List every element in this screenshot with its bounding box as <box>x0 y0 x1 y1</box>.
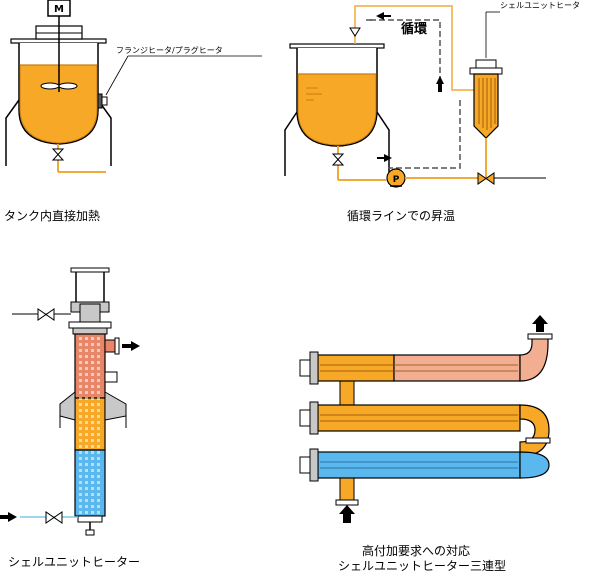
triple-caption-line2: シェルユニットヒーター三連型 <box>338 559 506 573</box>
top-outlet-arrow <box>532 315 548 332</box>
tank-liquid <box>19 64 98 144</box>
agitator-blade-left <box>40 82 60 90</box>
triple-caption-line1: 高付加要求への対応 <box>362 543 470 558</box>
top-tube-orange <box>317 354 395 382</box>
inlet-arrow <box>0 512 17 522</box>
return-pipe <box>354 5 474 91</box>
arrow-right <box>377 154 392 162</box>
top-tube-hot <box>393 354 521 382</box>
arrow-up <box>436 76 444 92</box>
circulation-panel: 循環 シェルユニットヒータ P 循環ラインでの昇温 <box>284 1 580 223</box>
shell-label: シェルユニットヒータ <box>500 1 580 10</box>
outlet-arrow <box>122 341 140 351</box>
circ-tank-lid <box>289 43 385 49</box>
tank-heating-panel: M フランジヒータ/プラグヒータ タンク内直接加熱 <box>4 0 262 223</box>
support-skirt <box>59 390 76 421</box>
shell-unit-panel: シェルユニットヒーター <box>0 267 140 569</box>
flange-heater <box>97 93 103 109</box>
bottom-tube-cold <box>317 451 521 479</box>
circ-tank-liquid <box>297 73 377 146</box>
shell-heater-body <box>473 73 499 139</box>
agitator-blade-right <box>58 82 78 90</box>
bottom-inlet-arrow <box>339 505 355 523</box>
triple-unit-panel: 高付加要求への対応 シェルユニットヒーター三連型 <box>299 315 553 573</box>
motor-label: M <box>54 4 64 15</box>
circulation-dashed-loop <box>366 19 461 169</box>
circulation-caption: 循環ラインでの昇温 <box>347 209 455 223</box>
tank-caption: タンク内直接加熱 <box>4 208 100 223</box>
drain-valve <box>51 148 65 161</box>
heater-label: フランジヒータ/プラグヒータ <box>116 45 223 55</box>
pump-label: P <box>393 175 400 185</box>
circ-drain-valve <box>331 153 345 166</box>
shell-heater-cap <box>475 59 497 69</box>
loop-label: 循環 <box>401 21 428 37</box>
outlet-valve <box>477 172 495 185</box>
arrow-left <box>376 12 391 20</box>
shell-unit-caption: シェルユニットヒーター <box>8 555 140 569</box>
vent-valve <box>37 308 55 321</box>
middle-tube <box>317 404 521 432</box>
inlet-valve <box>45 511 63 524</box>
